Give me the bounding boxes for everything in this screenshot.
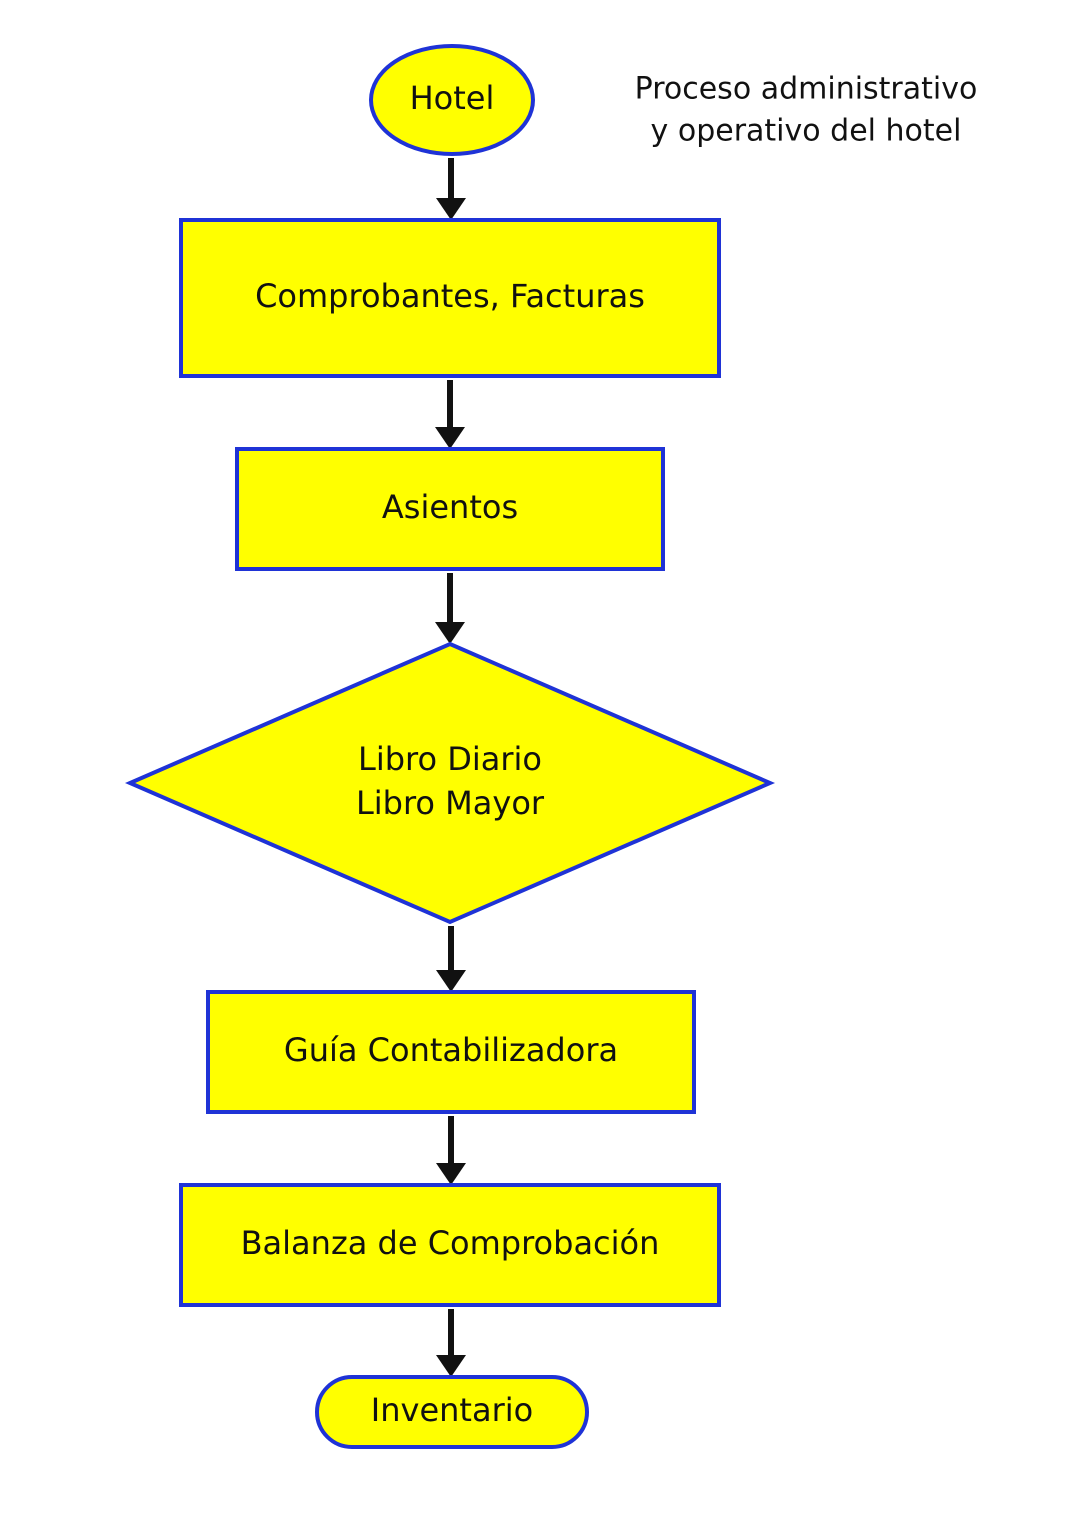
node-label-asientos: Asientos	[382, 488, 518, 526]
edge-hotel-to-comprobantes	[436, 158, 466, 220]
node-shape-asientos	[235, 447, 665, 571]
diagram-title-line-1: Proceso administrativo	[635, 72, 978, 107]
node-guia: Guía Contabilizadora	[206, 990, 696, 1114]
arrowhead-icon	[435, 622, 465, 644]
edge-asientos-to-libros	[435, 573, 465, 644]
arrowhead-icon	[436, 198, 466, 220]
node-shape-balanza	[179, 1183, 721, 1307]
node-comprobantes: Comprobantes, Facturas	[179, 218, 721, 378]
node-asientos: Asientos	[235, 447, 665, 571]
edges-layer	[435, 158, 466, 1377]
node-balanza: Balanza de Comprobación	[179, 1183, 721, 1307]
edge-comprobantes-to-asientos	[435, 380, 465, 449]
node-shape-libros	[124, 641, 776, 925]
edge-balanza-to-inventario	[436, 1309, 466, 1377]
node-label-hotel: Hotel	[410, 79, 495, 117]
arrowhead-icon	[436, 1355, 466, 1377]
edge-guia-to-balanza	[436, 1116, 466, 1185]
node-inventario: Inventario	[315, 1375, 589, 1449]
node-label-balanza: Balanza de Comprobación	[241, 1224, 660, 1262]
node-label-inventario: Inventario	[371, 1391, 533, 1429]
arrowhead-icon	[436, 1163, 466, 1185]
node-label-libros-1: Libro Diario	[358, 740, 542, 778]
edge-libros-to-guia	[436, 926, 466, 992]
node-label-libros-2: Libro Mayor	[356, 784, 545, 822]
node-shape-guia	[206, 990, 696, 1114]
arrowhead-icon	[436, 970, 466, 992]
node-label-comprobantes: Comprobantes, Facturas	[255, 277, 645, 315]
diagram-title-line-2: y operativo del hotel	[651, 114, 962, 149]
node-shape-hotel	[369, 44, 535, 156]
arrowhead-icon	[435, 427, 465, 449]
node-hotel: Hotel	[369, 44, 535, 156]
node-label-guia: Guía Contabilizadora	[284, 1031, 618, 1069]
node-shape-inventario	[315, 1375, 589, 1449]
node-shape-comprobantes	[179, 218, 721, 378]
